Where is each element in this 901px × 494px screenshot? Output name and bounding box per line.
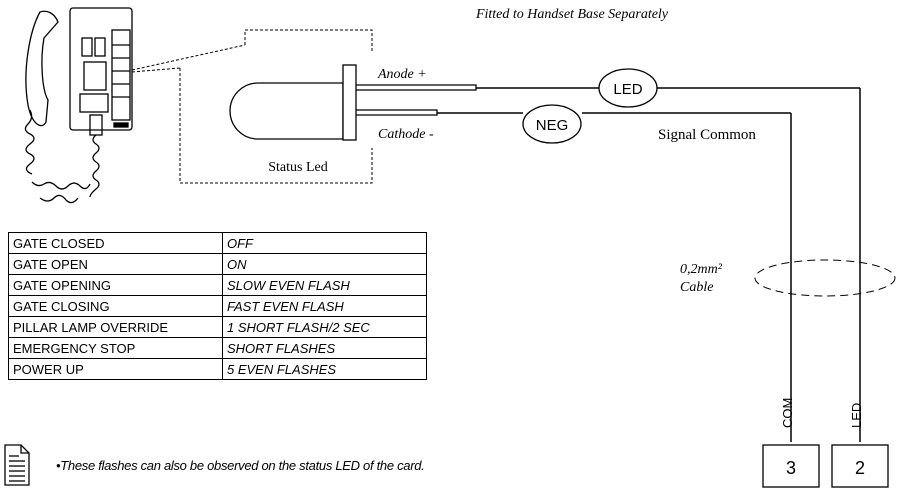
- led-wire-bubble: LED: [598, 68, 658, 108]
- led-callout-lines: [131, 29, 373, 184]
- table-row: GATE CLOSING FAST EVEN FLASH: [8, 295, 427, 317]
- wires: [437, 87, 861, 442]
- neg-bubble-label: NEG: [536, 117, 569, 134]
- state-cell: POWER UP: [8, 358, 223, 380]
- table-row: GATE OPENING SLOW EVEN FLASH: [8, 274, 427, 296]
- indication-cell: SLOW EVEN FLASH: [222, 274, 427, 296]
- cable-size-label: 0,2mm²: [680, 262, 723, 277]
- table-row: GATE CLOSED OFF: [8, 232, 427, 254]
- state-cell: GATE CLOSED: [8, 232, 223, 254]
- header-note: Fitted to Handset Base Separately: [475, 7, 669, 22]
- intercom-handset-icon: [24, 7, 133, 204]
- table-row: PILLAR LAMP OVERRIDE 1 SHORT FLASH/2 SEC: [8, 316, 427, 338]
- note-icon: [4, 444, 30, 486]
- indication-cell: SHORT FLASHES: [222, 337, 427, 359]
- indication-cell: OFF: [222, 232, 427, 254]
- cathode-label: Cathode -: [378, 127, 434, 142]
- indication-cell: 1 SHORT FLASH/2 SEC: [222, 316, 427, 338]
- cable-bundle-outline: [754, 259, 896, 297]
- terminal-com-wire-label: COM: [780, 398, 795, 428]
- state-cell: PILLAR LAMP OVERRIDE: [8, 316, 223, 338]
- table-row: GATE OPEN ON: [8, 253, 427, 275]
- note: •These flashes can also be observed on t…: [2, 444, 602, 488]
- status-led-label: Status Led: [268, 160, 328, 175]
- led-bubble-label: LED: [613, 81, 642, 98]
- neg-wire-bubble: NEG: [522, 104, 582, 144]
- terminal-3: 3: [762, 444, 820, 488]
- table-row: POWER UP 5 EVEN FLASHES: [8, 358, 427, 380]
- terminal-2: 2: [831, 444, 889, 488]
- state-cell: GATE CLOSING: [8, 295, 223, 317]
- state-cell: EMERGENCY STOP: [8, 337, 223, 359]
- terminal-3-number: 3: [786, 458, 796, 478]
- cable-label: Cable: [680, 280, 713, 295]
- anode-label: Anode +: [377, 67, 427, 82]
- status-led-icon: [229, 64, 357, 141]
- indication-cell: FAST EVEN FLASH: [222, 295, 427, 317]
- state-cell: GATE OPENING: [8, 274, 223, 296]
- indication-cell: ON: [222, 253, 427, 275]
- table-row: EMERGENCY STOP SHORT FLASHES: [8, 337, 427, 359]
- led-leads: [356, 84, 477, 116]
- note-text: •These flashes can also be observed on t…: [56, 458, 425, 473]
- state-cell: GATE OPEN: [8, 253, 223, 275]
- indication-cell: 5 EVEN FLASHES: [222, 358, 427, 380]
- signal-common-label: Signal Common: [658, 127, 756, 143]
- led-status-table: GATE CLOSED OFF GATE OPEN ON GATE OPENIN…: [8, 232, 427, 380]
- terminal-led-wire-label: LED: [849, 403, 864, 428]
- terminal-2-number: 2: [855, 458, 865, 478]
